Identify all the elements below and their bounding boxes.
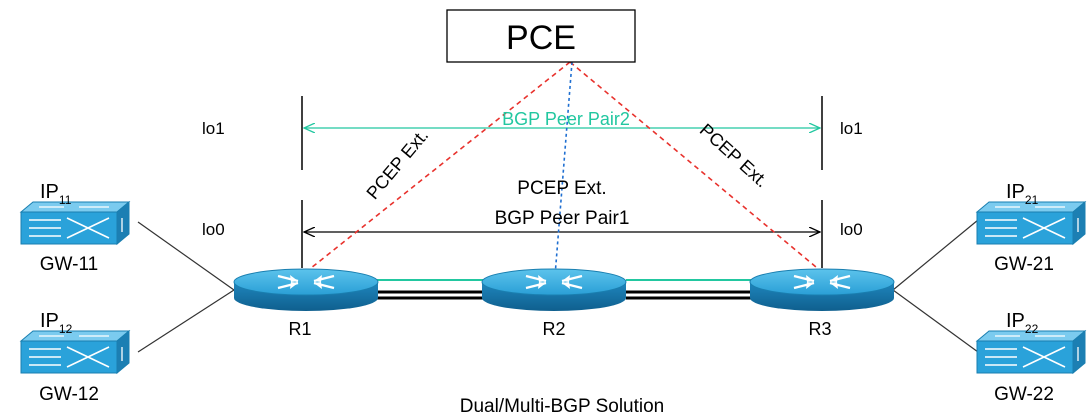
pcep-line-center bbox=[554, 61, 573, 277]
lo1-label-left: lo1 bbox=[202, 119, 225, 138]
gw-22-icon[interactable] bbox=[976, 330, 1086, 374]
gw-12-label: GW-12 bbox=[39, 384, 99, 405]
bgp-pair1-label: BGP Peer Pair1 bbox=[495, 208, 630, 229]
pce-box[interactable] bbox=[446, 9, 636, 63]
bgp-pair2-label: BGP Peer Pair2 bbox=[502, 109, 630, 129]
gw-22-label: GW-22 bbox=[994, 384, 1054, 405]
pcep-center-label: PCEP Ext. bbox=[517, 178, 606, 199]
router-r2-label: R2 bbox=[542, 319, 565, 339]
gw-11-label: GW-11 bbox=[40, 254, 98, 275]
lo1-label-right: lo1 bbox=[840, 119, 863, 138]
gw-21-ip-label: IP21 bbox=[1006, 181, 1039, 207]
pcep-line-right bbox=[569, 61, 823, 273]
pce-label: PCE bbox=[506, 19, 576, 57]
router-r3-icon[interactable] bbox=[748, 267, 896, 313]
gw-12-icon[interactable] bbox=[20, 330, 130, 374]
lo0-label-right: lo0 bbox=[840, 220, 863, 239]
pcep-right-label: PCEP Ext. bbox=[696, 120, 772, 192]
gw-22-ip-label: IP22 bbox=[1006, 310, 1039, 336]
gw-21-icon[interactable] bbox=[976, 201, 1086, 245]
lo0-label-left: lo0 bbox=[202, 220, 225, 239]
pcep-line-left bbox=[305, 61, 571, 273]
gw-11-ip-label: IP11 bbox=[40, 181, 72, 207]
gateway-links bbox=[137, 219, 979, 353]
router-r2-icon[interactable] bbox=[480, 267, 628, 313]
gw-12-ip-label: IP12 bbox=[40, 310, 73, 336]
diagram-caption: Dual/Multi-BGP Solution bbox=[460, 396, 665, 417]
router-r1-label: R1 bbox=[288, 319, 311, 339]
gw-21-label: GW-21 bbox=[994, 254, 1054, 275]
router-r3-label: R3 bbox=[808, 319, 831, 339]
gw-11-icon[interactable] bbox=[20, 201, 130, 245]
pcep-left-label: PCEP Ext. bbox=[363, 125, 433, 203]
router-links bbox=[365, 279, 752, 300]
router-r1-icon[interactable] bbox=[232, 267, 380, 313]
